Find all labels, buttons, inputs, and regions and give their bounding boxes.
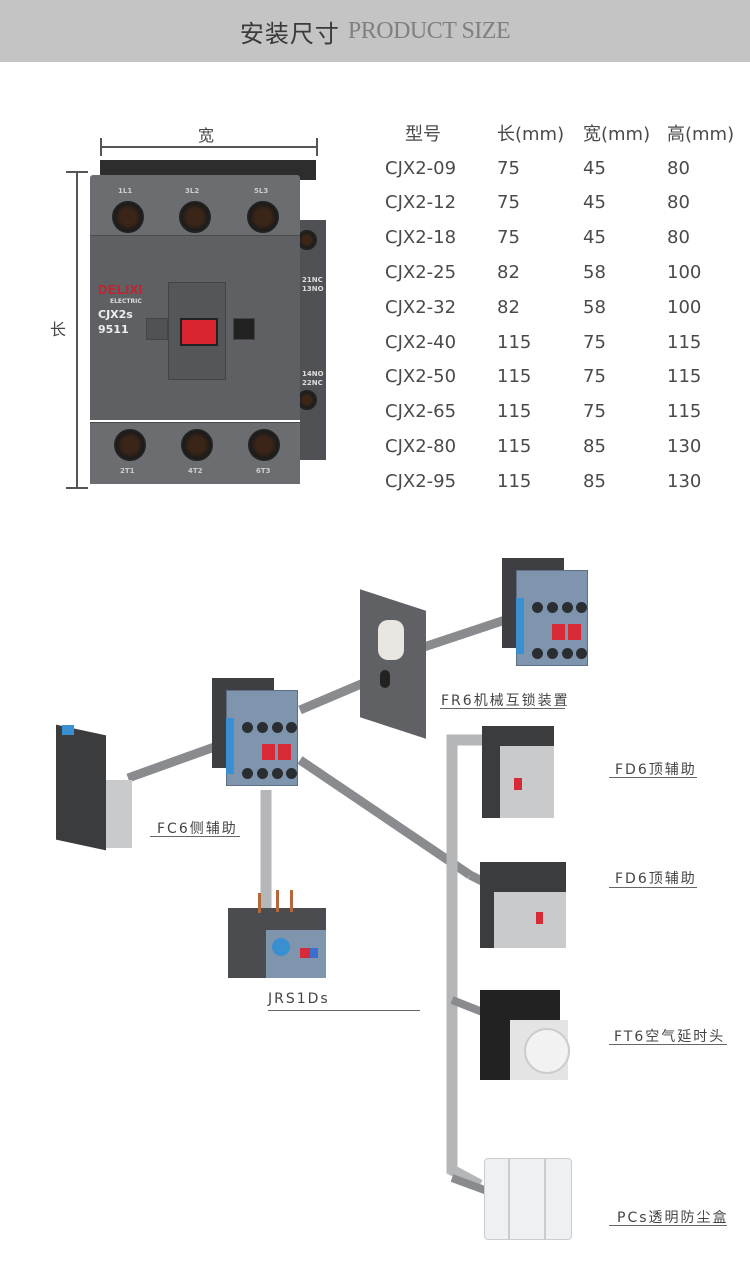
table-header-row: 型号 长(mm) 宽(mm) 高(mm) xyxy=(385,116,747,151)
model-name: CJX2s xyxy=(98,308,133,321)
jrs1ds-relay-image xyxy=(228,890,328,985)
indicator-window xyxy=(146,318,168,340)
header-title-cn: 安装尺寸 xyxy=(239,19,340,48)
contactor-top-section: 1L1 3L2 5L3 xyxy=(90,175,300,245)
terminal-screw-icon xyxy=(181,429,213,461)
section-header: 安装尺寸 PRODUCT SIZE xyxy=(0,0,750,62)
label-ft6: FT6空气延时头 xyxy=(614,1029,726,1045)
label-underline xyxy=(150,836,240,837)
indicator-window xyxy=(233,318,255,340)
ft6-air-delay-image xyxy=(480,980,575,1085)
terminal-label: 2T1 xyxy=(120,467,135,475)
label-fc6: FC6侧辅助 xyxy=(157,821,238,837)
terminal-screw-icon xyxy=(114,429,146,461)
fd6-top-aux-4p-image xyxy=(480,852,570,952)
width-dimension-label: 宽 xyxy=(198,126,215,145)
label-fr6: FR6机械互锁装置 xyxy=(441,693,570,709)
label-underline xyxy=(609,1044,727,1045)
pcs-dust-cover-image xyxy=(484,1152,574,1242)
main-contactor-image xyxy=(212,678,304,796)
model-number: 9511 xyxy=(98,323,129,336)
length-dimension-label: 长 xyxy=(50,320,67,339)
label-underline xyxy=(440,708,565,709)
column-header-length: 长(mm) xyxy=(497,124,565,146)
terminal-label: 4T2 xyxy=(188,467,203,475)
label-underline xyxy=(268,1010,420,1011)
terminal-label: 6T3 xyxy=(256,467,271,475)
fr6-interlock-image xyxy=(360,589,430,739)
second-contactor-image xyxy=(502,558,594,676)
fd6-top-aux-2p-image xyxy=(482,718,557,823)
terminal-screw-icon xyxy=(112,201,144,233)
header-title-en: PRODUCT SIZE xyxy=(347,17,511,44)
terminal-label: 1L1 xyxy=(118,187,133,195)
column-header-height: 高(mm) xyxy=(667,124,735,146)
label-underline xyxy=(609,777,697,778)
actuator-red-button xyxy=(180,318,218,346)
label-underline xyxy=(609,1225,727,1226)
terminal-label: 5L3 xyxy=(254,187,269,195)
terminal-screw-icon xyxy=(248,429,280,461)
label-jrs1ds: JRS1Ds xyxy=(268,991,330,1007)
contactor-bottom-section: 2T1 4T2 6T3 xyxy=(90,422,300,484)
label-underline xyxy=(609,887,697,888)
length-dimension-line xyxy=(66,171,88,489)
label-pcs: PCs透明防尘盒 xyxy=(617,1210,729,1226)
terminal-screw-icon xyxy=(179,201,211,233)
brand-logo: DELIXI xyxy=(98,282,143,297)
label-fd6-b: FD6顶辅助 xyxy=(615,871,697,887)
terminal-screw-icon xyxy=(247,201,279,233)
terminal-label: 3L2 xyxy=(185,187,200,195)
width-dimension-line xyxy=(100,138,318,156)
column-header-model: 型号 xyxy=(405,124,441,146)
column-header-width: 宽(mm) xyxy=(583,124,651,146)
fc6-side-aux-image xyxy=(56,724,136,851)
label-fd6-a: FD6顶辅助 xyxy=(615,762,697,778)
brand-subtitle: ELECTRIC xyxy=(110,298,142,305)
